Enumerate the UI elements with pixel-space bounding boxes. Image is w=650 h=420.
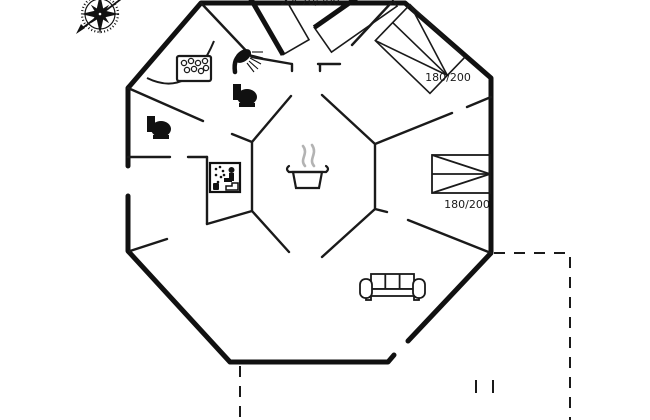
bathroom-toilet-icon <box>233 84 257 107</box>
bed-label-top: 2 x 70/200 <box>280 0 339 8</box>
interior-walls <box>126 1 493 259</box>
outer-wall-bottom-left-run <box>125 193 397 365</box>
shower-icon <box>232 49 264 75</box>
wc-toilet-icon <box>147 116 171 139</box>
bed-label-middle-right: 180/200 <box>444 198 490 211</box>
corner-bathtub-icon <box>146 40 215 85</box>
sauna-icon <box>208 161 242 194</box>
stove-pot-icon <box>285 164 330 190</box>
bed-label-top-right: 180/200 <box>425 71 471 84</box>
terrace-outline-right <box>494 252 571 420</box>
steam-lines <box>301 143 316 168</box>
compass-rose-icon <box>76 0 122 34</box>
single-bed-left <box>238 0 311 56</box>
sofa-icon <box>359 273 426 301</box>
single-bed-right <box>312 0 399 54</box>
terrace-dashed-outline <box>239 252 571 420</box>
double-bed-top-right <box>374 3 466 95</box>
single-beds-top <box>238 0 399 56</box>
terrace-dash-marks <box>475 380 494 393</box>
double-bed-middle-right <box>431 154 491 194</box>
